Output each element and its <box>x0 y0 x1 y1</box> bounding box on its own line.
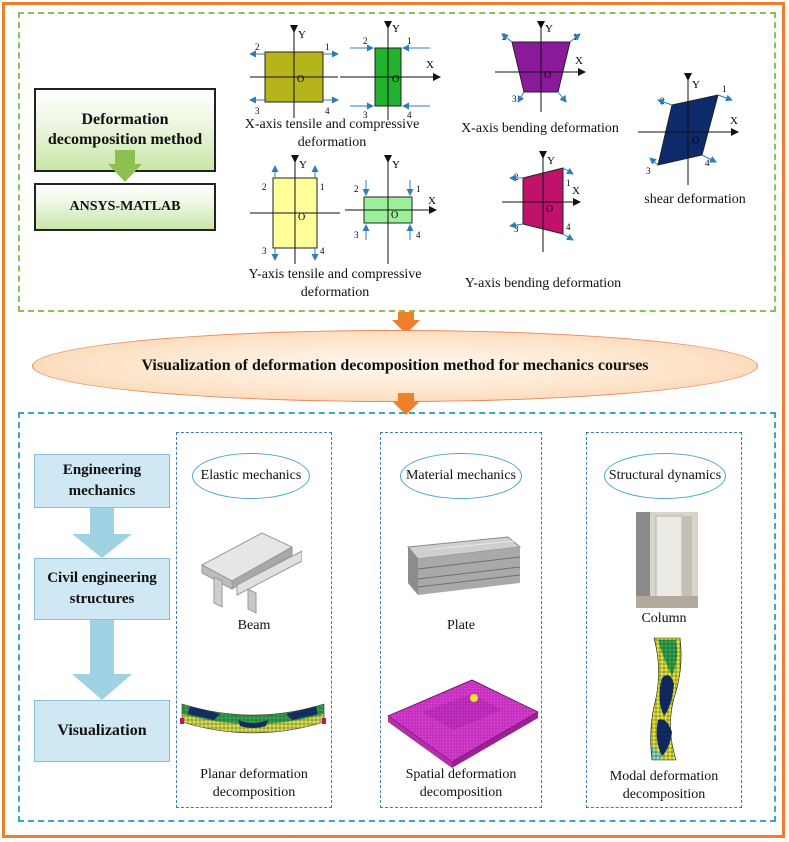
column-dynamics <box>586 432 742 808</box>
shear-label: shear deformation <box>644 192 746 207</box>
svg-text:1: 1 <box>722 84 727 94</box>
flow-box-engineering-mechanics: Engineering mechanics <box>34 454 170 508</box>
svg-text:O: O <box>298 212 305 223</box>
orange-arrow-top <box>392 312 420 334</box>
deformation-diagrams: Y O 2 1 3 4 Y X O 2 1 3 4 Y X O 2 1 3 <box>249 21 739 264</box>
label-modal-decomposition: Modal deformation decomposition <box>609 769 719 803</box>
svg-text:X: X <box>572 185 580 197</box>
plate-image <box>407 536 522 595</box>
label-planar-decomposition: Planar deformation decomposition <box>200 767 308 801</box>
application-panel <box>18 412 776 822</box>
oval-elastic-mechanics: Elastic mechanics <box>192 453 310 499</box>
svg-text:4: 4 <box>562 94 567 104</box>
svg-text:1: 1 <box>325 42 330 52</box>
svg-text:3: 3 <box>262 246 267 256</box>
oval-structural-dynamics: Structural dynamics <box>604 453 726 499</box>
svg-text:O: O <box>392 74 399 85</box>
label-beam: Beam <box>237 618 271 633</box>
planar-deformation-image <box>180 703 326 734</box>
svg-text:Y: Y <box>692 79 700 91</box>
svg-text:3: 3 <box>354 230 359 240</box>
ansys-matlab-box: ANSYS-MATLAB <box>34 183 216 231</box>
column-elastic <box>176 432 332 808</box>
svg-text:3: 3 <box>514 224 519 234</box>
y-tensile-label: Y-axis tensile and compressive deformati… <box>248 267 422 301</box>
svg-text:1: 1 <box>416 184 421 194</box>
flow-box-civil-structures: Civil engineering structures <box>34 558 170 620</box>
svg-text:4: 4 <box>416 230 421 240</box>
svg-text:2: 2 <box>363 36 368 46</box>
green-down-arrow <box>108 150 142 182</box>
svg-text:1: 1 <box>407 36 412 46</box>
svg-text:3: 3 <box>646 166 651 176</box>
svg-text:Y: Y <box>298 29 306 41</box>
label-column: Column <box>641 611 687 626</box>
column-material <box>380 432 542 808</box>
svg-text:3: 3 <box>512 94 517 104</box>
flow-arrow-1 <box>72 508 132 558</box>
svg-text:4: 4 <box>325 106 330 116</box>
svg-text:X: X <box>428 195 436 207</box>
svg-text:Y: Y <box>545 23 553 35</box>
svg-text:O: O <box>297 74 304 85</box>
flow-arrow-2 <box>72 620 132 700</box>
svg-text:4: 4 <box>320 246 325 256</box>
svg-text:4: 4 <box>705 158 710 168</box>
x-tensile-diagram-a: Y O 2 1 3 4 <box>249 25 339 118</box>
svg-text:4: 4 <box>407 110 412 120</box>
decomposition-panel <box>18 12 776 312</box>
y-bending-diagram: Y X O 2 1 3 4 <box>502 151 581 252</box>
svg-text:Y: Y <box>547 155 555 167</box>
svg-text:X: X <box>426 59 434 71</box>
svg-text:O: O <box>692 136 699 147</box>
svg-text:2: 2 <box>514 172 519 182</box>
svg-text:O: O <box>546 204 553 215</box>
label-spatial-decomposition: Spatial deformation decomposition <box>405 767 517 801</box>
svg-text:Y: Y <box>299 159 307 171</box>
svg-text:3: 3 <box>363 110 368 120</box>
x-bending-label: X-axis bending deformation <box>461 121 619 136</box>
svg-text:4: 4 <box>566 222 571 232</box>
x-tensile-diagram-b: Y X O 2 1 3 4 <box>340 21 441 120</box>
svg-text:Y: Y <box>392 23 400 35</box>
svg-text:1: 1 <box>566 178 571 188</box>
visualization-banner: Visualization of deformation decompositi… <box>32 330 758 402</box>
svg-text:X: X <box>575 55 583 67</box>
y-tensile-diagram-b: Y X O 2 1 3 4 <box>345 155 437 264</box>
shear-diagram: Y X O 2 1 3 4 <box>638 73 739 185</box>
svg-text:2: 2 <box>354 184 359 194</box>
svg-text:2: 2 <box>255 42 260 52</box>
spatial-deformation-image <box>387 679 539 768</box>
column-image <box>636 512 698 608</box>
svg-text:3: 3 <box>255 106 260 116</box>
svg-text:1: 1 <box>320 182 325 192</box>
y-bending-label: Y-axis bending deformation <box>464 276 622 291</box>
svg-text:O: O <box>544 70 551 81</box>
svg-text:Y: Y <box>392 159 400 171</box>
x-bending-diagram: Y X O 2 1 3 4 <box>495 21 586 112</box>
beam-image <box>200 532 302 614</box>
modal-deformation-image <box>650 637 682 761</box>
oval-material-mechanics: Material mechanics <box>400 453 522 499</box>
flow-box-visualization: Visualization <box>34 700 170 762</box>
label-plate: Plate <box>447 618 475 633</box>
y-tensile-diagram-a: Y O 2 1 3 4 <box>250 155 340 264</box>
svg-text:O: O <box>391 210 398 221</box>
svg-text:2: 2 <box>262 182 267 192</box>
x-tensile-label: X-axis tensile and compressive deformati… <box>244 117 420 151</box>
orange-arrow-bottom <box>392 393 420 415</box>
svg-text:X: X <box>730 115 738 127</box>
